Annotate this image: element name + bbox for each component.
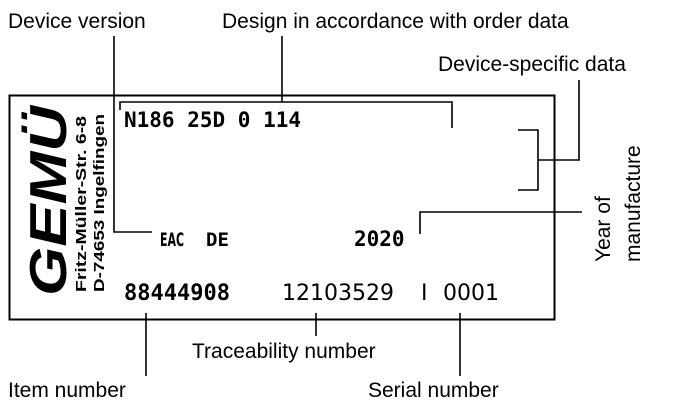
design-order-data-label: Design in accordance with order data	[222, 10, 569, 33]
country-code: DE	[206, 229, 229, 251]
item-number-value: 88444908	[124, 281, 230, 306]
device-specific-data-label: Device-specific data	[438, 53, 626, 76]
traceability-number-value: 12103529	[282, 281, 394, 306]
manufacturer-address: Fritz-Müller-Str. 6-8 D-74653 Ingelfinge…	[73, 114, 108, 292]
serial-number-label: Serial number	[368, 379, 499, 402]
serial-separator: I	[421, 281, 428, 306]
year-leader	[419, 211, 582, 234]
order-code: N186 25D 0 114	[124, 108, 301, 132]
device-version-leader	[113, 36, 152, 233]
year-of-manufacture-value: 2020	[354, 227, 405, 251]
year-of-manufacture-line2: manufacture	[622, 145, 645, 262]
address-line2: D-74653 Ingelfingen	[91, 114, 108, 292]
address-line1: Fritz-Müller-Str. 6-8	[73, 116, 90, 292]
item-number-label: Item number	[8, 379, 126, 402]
design-order-bracket	[119, 101, 453, 128]
logo-text: GEMÜ	[20, 104, 78, 296]
year-of-manufacture-label: Year of manufacture	[592, 145, 645, 262]
device-specific-leader	[538, 80, 580, 161]
device-specific-bracket	[518, 129, 539, 191]
serial-number-value: 0001	[443, 281, 499, 306]
gemu-logo: GEMÜ	[20, 104, 78, 296]
device-version-label: Device version	[8, 10, 146, 33]
traceability-number-label: Traceability number	[192, 340, 376, 363]
year-of-manufacture-line1: Year of	[592, 196, 615, 262]
eac-mark: EAC	[160, 229, 184, 251]
